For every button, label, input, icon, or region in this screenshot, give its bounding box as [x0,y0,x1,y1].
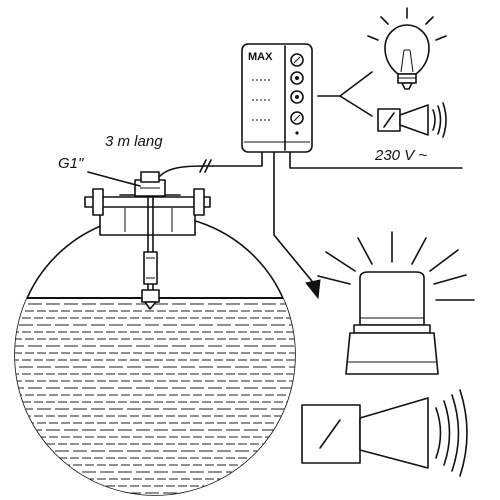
horn-branch [339,95,373,117]
thread-leader [87,171,141,187]
large-horn-icon [301,389,468,477]
voltage-label: 230 V ~ [374,147,427,164]
controller-led [295,131,299,135]
thread-label: G1" [58,155,84,172]
flange-bolt [92,188,104,216]
beacon-base [345,332,439,375]
float [143,251,158,285]
output-cable [273,151,317,287]
light-bulb-icon [367,7,447,90]
probe-tip [141,289,160,303]
sensor-cable [159,149,263,177]
controller-max-label: MAX [248,51,273,63]
lamp-branch [317,71,373,97]
liquid [15,297,295,495]
level-sensor [134,171,166,310]
power-cable [289,151,463,169]
controller-housing [241,43,313,153]
beacon-dome [359,271,425,326]
small-horn-icon [377,102,447,138]
controller-unit: MAX [241,43,313,153]
flashing-beacon-icon [317,231,475,375]
flange-bolt [193,188,205,216]
cable-length-label: 3 m lang [105,133,163,150]
output-arrow [305,279,321,300]
